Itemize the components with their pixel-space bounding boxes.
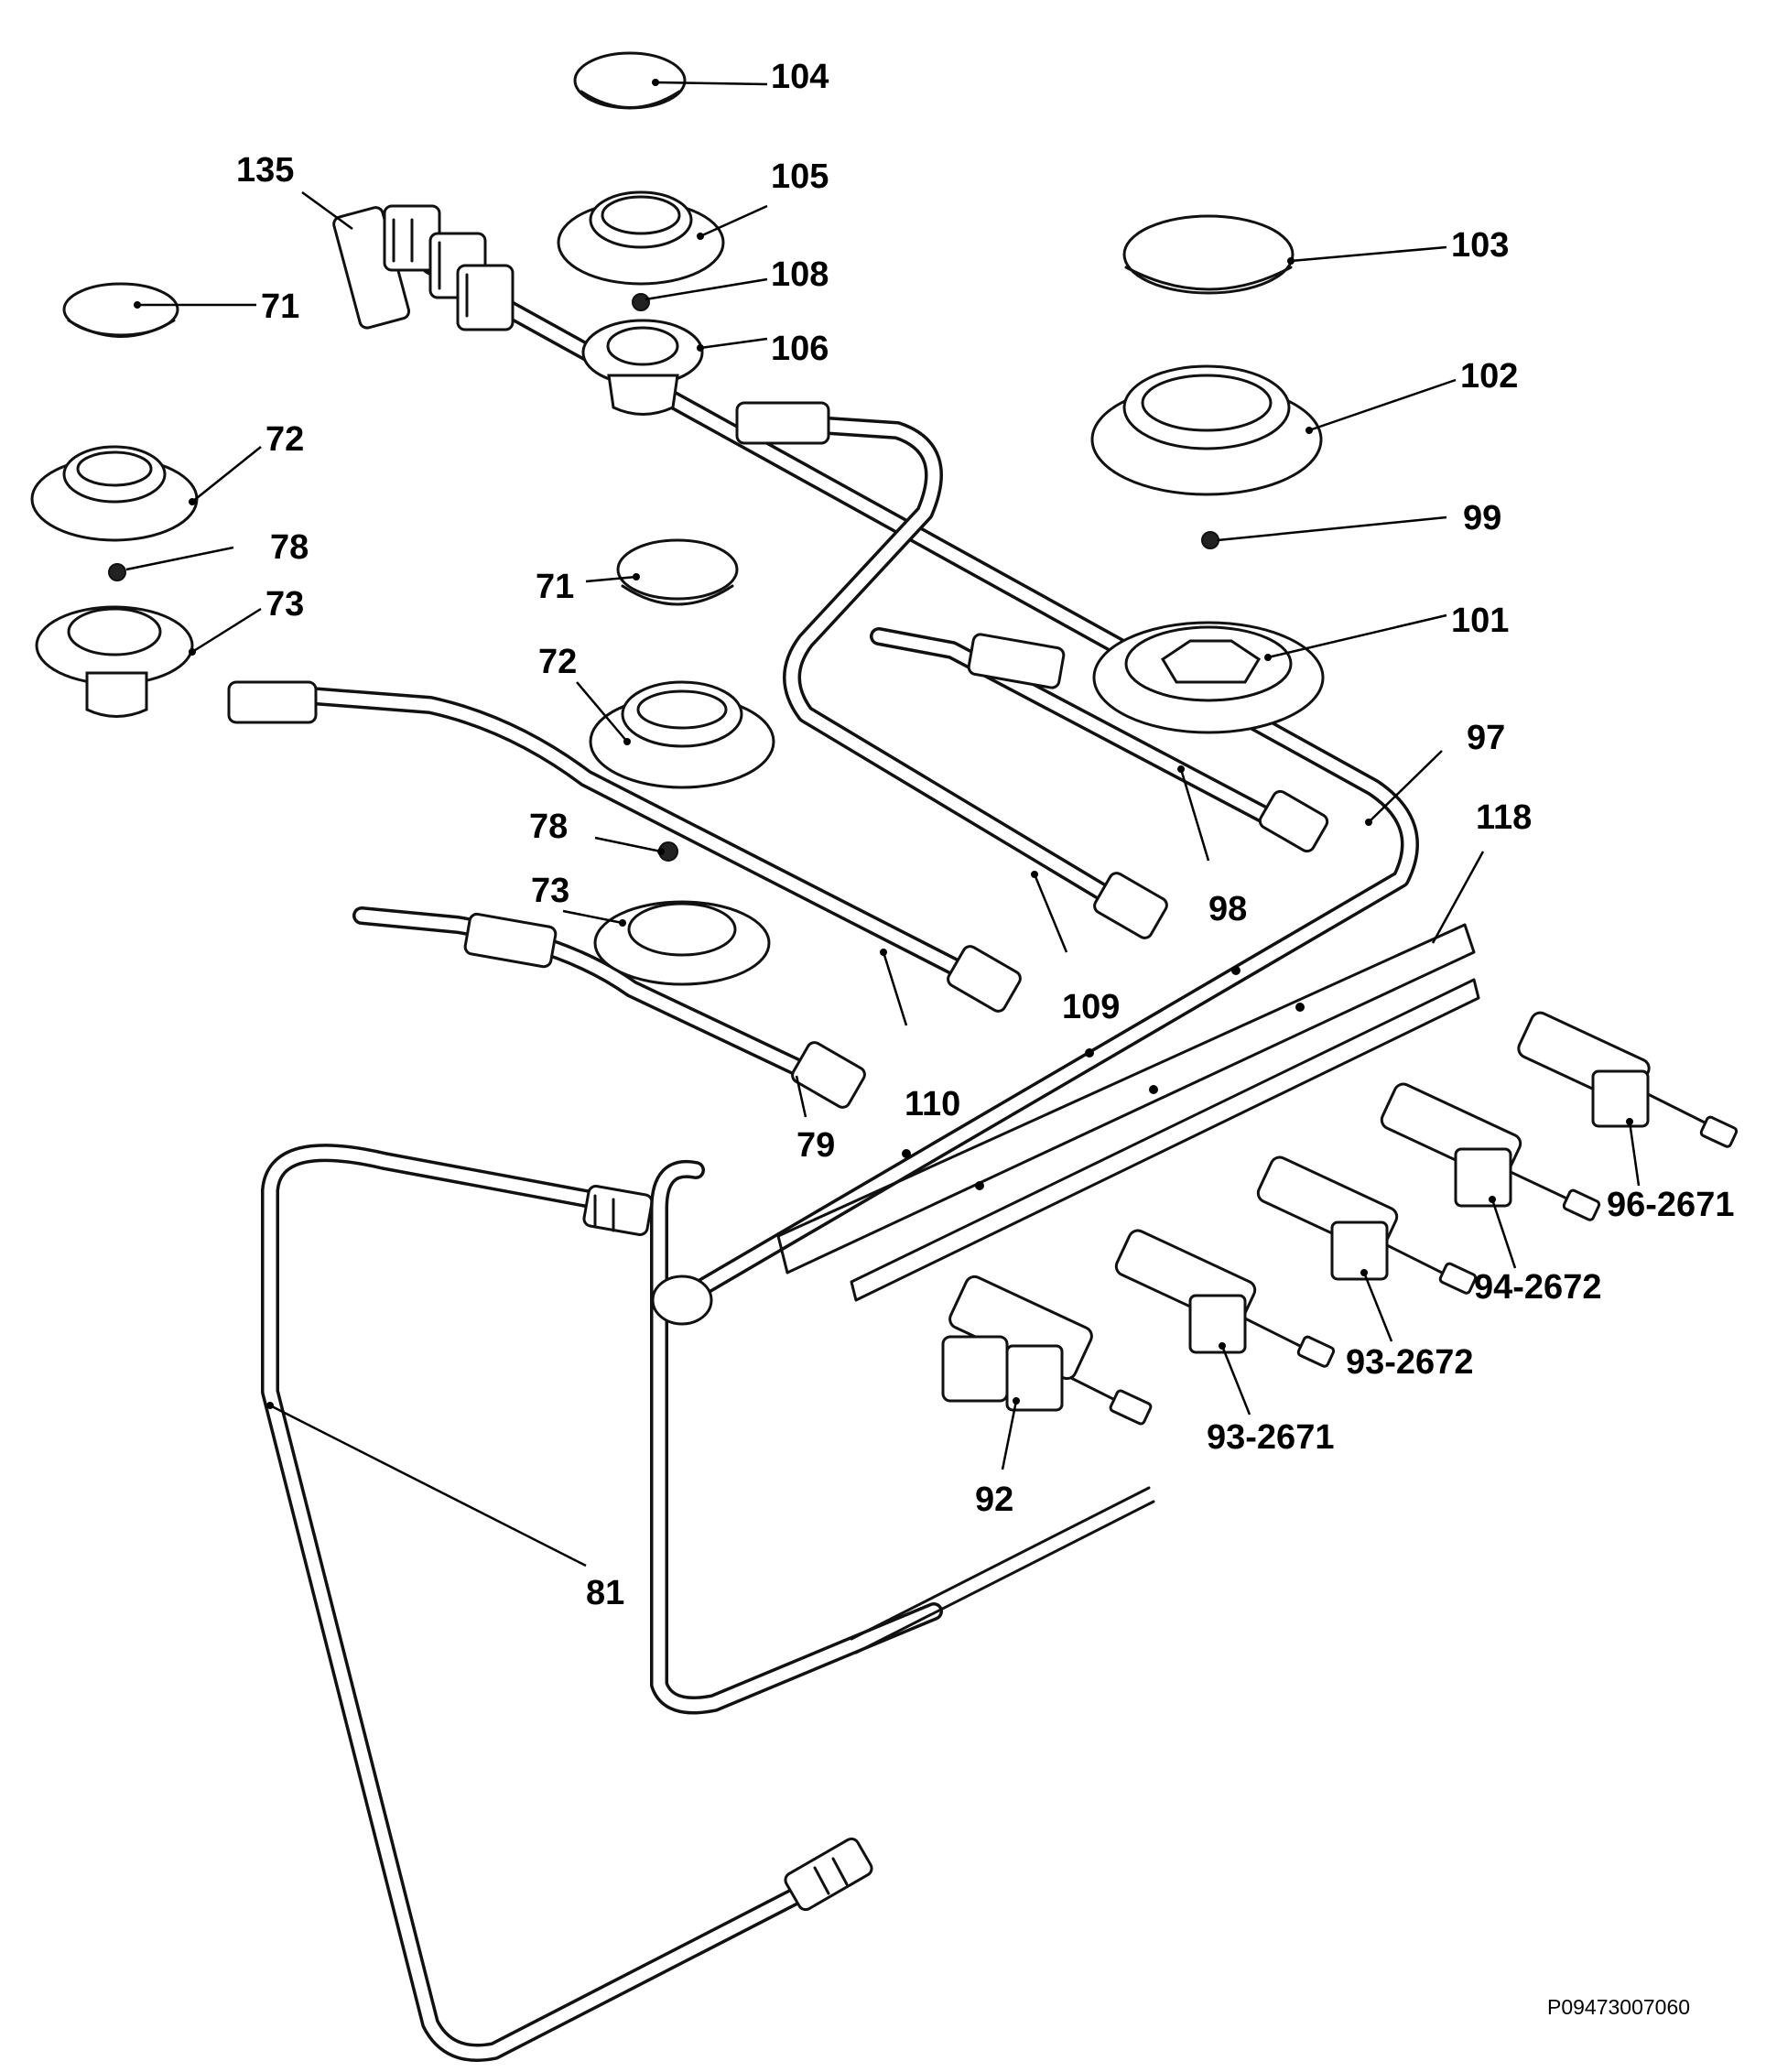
callout-97: 97: [1467, 719, 1505, 757]
burner-base-73-left: [35, 605, 194, 718]
burner-crown-72-middle: [589, 680, 775, 789]
callout-104: 104: [771, 58, 829, 96]
callout-79: 79: [796, 1126, 835, 1165]
burner-cap-71-middle: [616, 538, 739, 606]
callout-109: 109: [1062, 988, 1120, 1026]
callout-102: 102: [1460, 357, 1518, 396]
burner-cap-104: [573, 51, 687, 110]
callout-71-left: 71: [261, 287, 299, 326]
callout-105: 105: [771, 157, 829, 196]
callout-135: 135: [236, 151, 294, 190]
burner-crown-72-left: [30, 445, 199, 542]
callout-78-left: 78: [270, 528, 309, 567]
thermocouple-rod: [850, 1486, 1155, 1654]
burner-cap-103: [1122, 214, 1295, 295]
callout-93-2671: 93-2671: [1207, 1418, 1334, 1457]
callout-99: 99: [1463, 499, 1501, 537]
callout-72-middle: 72: [538, 643, 577, 681]
callout-92: 92: [975, 1481, 1013, 1519]
gas-tap-93-2671: [1114, 1229, 1336, 1368]
gas-pipe-loop: [650, 1159, 943, 1715]
callout-78-middle: 78: [529, 808, 568, 846]
injector-78-left: [108, 563, 126, 581]
callout-118: 118: [1476, 798, 1532, 837]
callout-73-left: 73: [265, 585, 304, 624]
gas-tap-92: [941, 1275, 1153, 1426]
gas-tap-96-2671: [1517, 1011, 1739, 1148]
callout-81: 81: [586, 1574, 624, 1612]
gas-tap-94-2672: [1380, 1082, 1601, 1221]
callout-94-2672: 94-2672: [1474, 1268, 1601, 1307]
burner-base-106: [581, 319, 704, 416]
callout-73-middle: 73: [531, 872, 569, 910]
burner-crown-105: [557, 190, 725, 286]
pipe-98: [870, 627, 1329, 853]
gas-tap-93-2672: [1256, 1155, 1478, 1295]
burner-base-73-middle: [593, 900, 771, 986]
manifold-135: [332, 204, 515, 331]
injector-99: [1201, 531, 1219, 549]
callout-101: 101: [1451, 602, 1509, 640]
burner-base-101: [1092, 621, 1325, 734]
gas-pipe-81: [261, 1144, 873, 2062]
callout-72-left: 72: [265, 420, 304, 459]
callout-110: 110: [905, 1085, 960, 1123]
callout-93-2672: 93-2672: [1346, 1343, 1473, 1382]
pipe-79: [352, 906, 866, 1109]
burner-cap-71-left: [62, 282, 179, 338]
callout-labels: 104 135 105 108 106 103 71 102 72 99 78 …: [236, 58, 1734, 1612]
burner-crown-102: [1090, 364, 1323, 496]
rail-bracket-118: [776, 923, 1480, 1302]
callout-103: 103: [1451, 226, 1509, 265]
reference-code: P09473007060: [1547, 1995, 1690, 2019]
callout-106: 106: [771, 330, 829, 368]
gas-rail-97: [421, 256, 1419, 1326]
pipe-109: [735, 401, 1168, 939]
pipe-110: [227, 680, 1022, 1013]
callout-108: 108: [771, 255, 829, 294]
callout-71-middle: 71: [536, 568, 574, 606]
leader-lines: [125, 79, 1641, 1568]
callout-98: 98: [1208, 890, 1247, 928]
callout-96-2671: 96-2671: [1607, 1186, 1734, 1224]
injector-108: [632, 293, 650, 311]
